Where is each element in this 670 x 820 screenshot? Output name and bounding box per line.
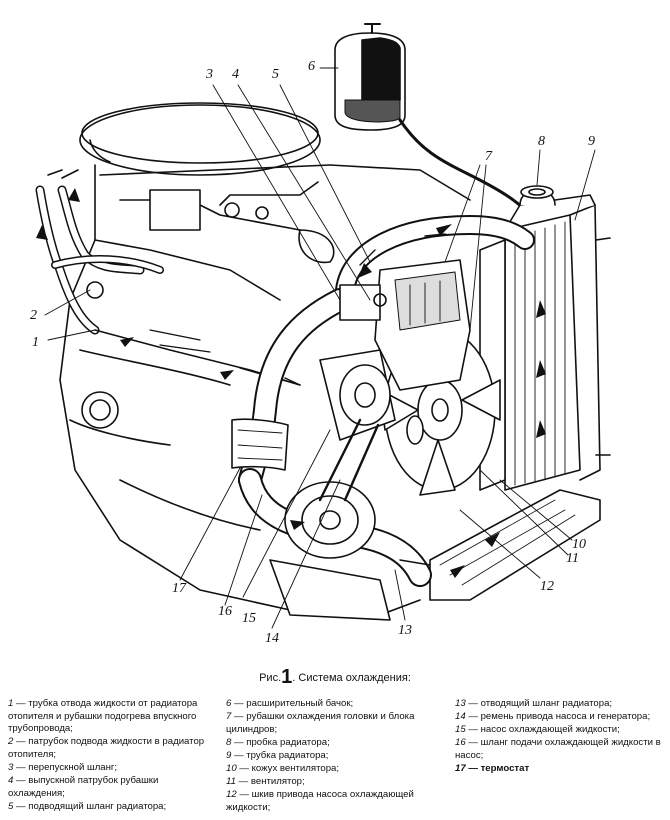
callout-14: 14	[265, 631, 279, 646]
legend-item: 5 — подводящий шланг радиатора;	[8, 800, 167, 812]
legend-column-1: 1 — трубка отвода жидкости от радиатора …	[8, 698, 213, 814]
air-filter-housing	[79, 102, 321, 176]
callout-5: 5	[272, 67, 279, 82]
legend-item: 3 — перепускной шланг;	[8, 761, 118, 773]
callout-12: 12	[540, 579, 554, 594]
legend-item: 16 — шланг подачи охлаждающей жидкости в…	[455, 737, 661, 761]
legend-item: 1 — трубка отвода жидкости от радиатора …	[8, 698, 198, 735]
legend-item: 15 — насос охлаждающей жидкости;	[455, 724, 620, 736]
callout-11: 11	[566, 551, 579, 566]
callout-13: 13	[398, 623, 412, 638]
legend-item: 9 — трубка радиатора;	[226, 749, 329, 761]
legend-item: 12 — шкив привода насоса охлаждающей жид…	[226, 789, 414, 813]
callout-16: 16	[218, 604, 232, 619]
callout-17: 17	[172, 581, 186, 596]
legend-item: 11 — вентилятор;	[226, 776, 305, 788]
caption-number: 1	[281, 666, 293, 688]
radiator	[429, 185, 611, 601]
water-jacket	[374, 259, 471, 391]
legend-item: 4 — выпускной патрубок рубашки охлаждени…	[8, 775, 159, 799]
callout-1: 1	[32, 335, 39, 350]
callout-9: 9	[588, 134, 595, 149]
heater-hoses	[35, 169, 301, 386]
legend-column-2: 6 — расширительный бачок; 7 — рубашки ох…	[226, 698, 440, 815]
legend-item: 17 — термостат	[455, 762, 530, 774]
cooling-system-diagram: 1 2 3 4 5 6 7 8 9 10 11 12 13 14 15 16 1…	[30, 23, 611, 646]
legend-item: 14 — ремень привода насоса и генератора;	[455, 711, 651, 723]
cooling-system-illustration	[35, 23, 611, 629]
callout-15: 15	[242, 611, 256, 626]
figure-caption: Рис.1. Система охлаждения:	[0, 666, 670, 689]
legend-item: 2 — патрубок подвода жидкости в радиатор…	[8, 736, 205, 760]
legend-item: 10 — кожух вентилятора;	[226, 762, 340, 774]
intake-manifold	[119, 181, 335, 264]
expansion-tank	[334, 23, 527, 212]
flow-arrows	[36, 188, 546, 578]
leader-lines	[44, 67, 596, 629]
callout-3: 3	[206, 67, 213, 82]
callout-4: 4	[232, 67, 239, 82]
callout-2: 2	[30, 308, 37, 323]
bypass-hose-thermostat	[231, 284, 387, 492]
caption-prefix: Рис.	[259, 672, 282, 684]
legend-item: 13 — отводящий шланг радиатора;	[455, 698, 613, 709]
legend-item: 6 — расширительный бачок;	[226, 698, 354, 709]
legend-item: 7 — рубашки охлаждения головки и блока ц…	[226, 711, 415, 735]
caption-text: . Система охлаждения:	[292, 672, 411, 684]
generator-and-belt	[269, 418, 391, 621]
legend-item: 8 — пробка радиатора;	[226, 736, 330, 748]
water-pump	[319, 349, 424, 445]
legend-column-3: 13 — отводящий шланг радиатора; 14 — рем…	[455, 698, 665, 776]
callout-8: 8	[538, 134, 545, 149]
callout-7: 7	[485, 149, 492, 164]
callout-10: 10	[572, 537, 586, 552]
callout-6: 6	[308, 59, 315, 74]
